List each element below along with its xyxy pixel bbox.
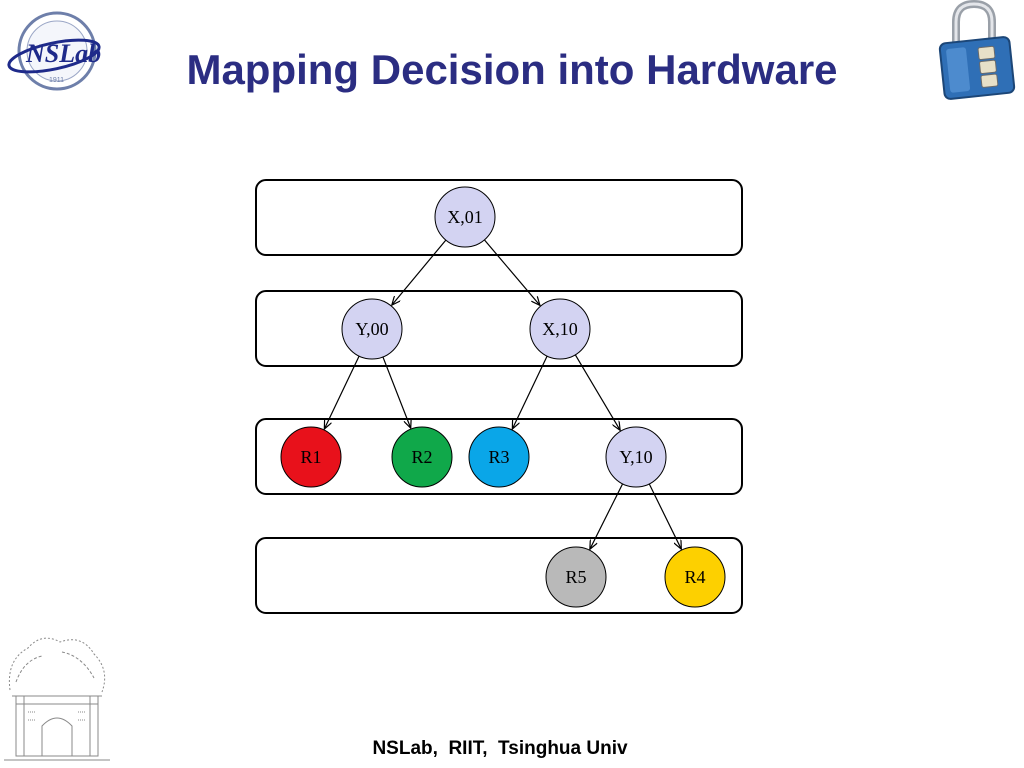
node-r1-label: R1: [300, 447, 321, 467]
node-r1-circle: [280, 426, 342, 488]
node-x10-circle: [529, 298, 591, 360]
hardware-level-4: [255, 537, 743, 614]
padlock-dials: [977, 45, 999, 88]
edge-y10-r5: [590, 483, 624, 549]
node-y10-circle: [605, 426, 667, 488]
node-y00-label: Y,00: [355, 319, 388, 339]
edge-y10-r4: [648, 483, 681, 549]
node-r4-label: R4: [684, 567, 705, 587]
edge-x10-r3: [512, 355, 548, 429]
node-r5-label: R5: [565, 567, 586, 587]
node-r2: R2: [391, 426, 453, 488]
node-r2-label: R2: [411, 447, 432, 467]
node-x10: X,10: [529, 298, 591, 360]
edge-x01-y00: [392, 239, 447, 305]
nslab-logo: NSLab 1911: [7, 11, 101, 91]
hardware-level-1: [255, 179, 743, 256]
logo-swoosh: [7, 38, 101, 74]
node-r1: R1: [280, 426, 342, 488]
node-y00: Y,00: [341, 298, 403, 360]
tree-canopy: [8, 637, 106, 693]
node-r5-circle: [545, 546, 607, 608]
node-r4: R4: [664, 546, 726, 608]
node-y00-circle: [341, 298, 403, 360]
node-r3-circle: [468, 426, 530, 488]
hardware-level-2: [255, 290, 743, 367]
gate-arch: [41, 717, 73, 756]
node-r5: R5: [545, 546, 607, 608]
node-x01-circle: [434, 186, 496, 248]
node-x01-label: X,01: [447, 207, 483, 227]
edge-y00-r2: [382, 356, 411, 428]
node-r3: R3: [468, 426, 530, 488]
logo-text: NSLab: [25, 39, 101, 68]
edge-x01-x10: [483, 239, 540, 305]
node-y10-label: Y,10: [619, 447, 652, 467]
slide-title: Mapping Decision into Hardware: [186, 46, 838, 93]
node-r2-circle: [391, 426, 453, 488]
node-x01: X,01: [434, 186, 496, 248]
node-y10: Y,10: [605, 426, 667, 488]
node-r4-circle: [664, 546, 726, 608]
logo-year: 1911: [49, 77, 64, 84]
edge-x10-y10: [574, 354, 620, 431]
tsinghua-gate-sketch: [4, 637, 110, 761]
edge-y00-r1: [324, 355, 360, 429]
padlock-icon: [938, 0, 1016, 100]
node-x10-label: X,10: [542, 319, 578, 339]
slide-footer: NSLab, RIIT, Tsinghua Univ: [372, 738, 628, 759]
node-r3-label: R3: [488, 447, 509, 467]
